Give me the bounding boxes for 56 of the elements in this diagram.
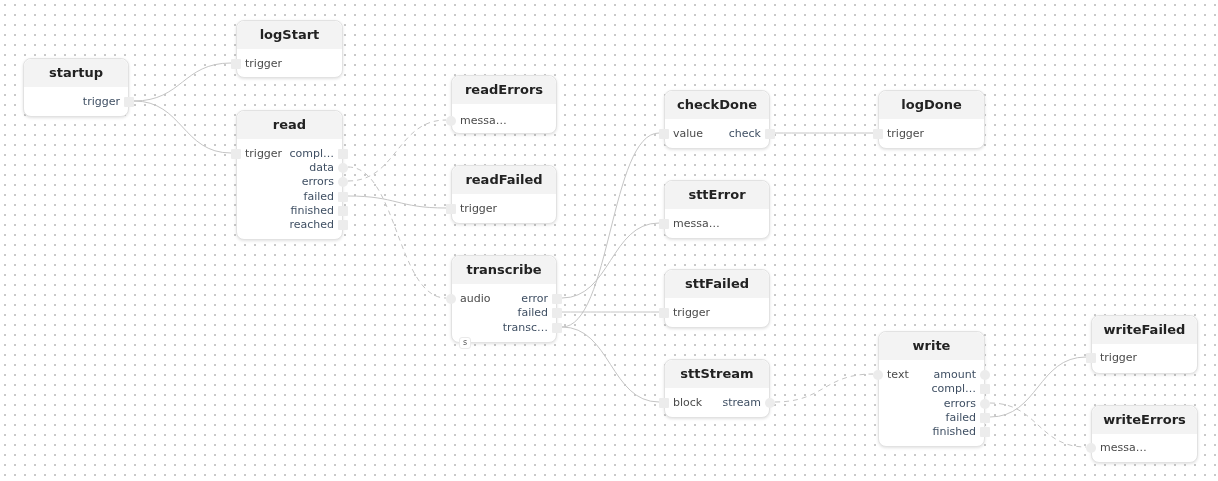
port-label: error — [521, 292, 548, 306]
node-title: logDone — [879, 91, 984, 119]
port-label: reached — [289, 218, 334, 232]
port-label: transc… — [502, 321, 548, 335]
node-title: sttFailed — [665, 270, 769, 298]
connector — [561, 132, 660, 328]
connector — [347, 166, 447, 299]
port-label: errors — [301, 175, 334, 189]
node-title: readFailed — [452, 166, 556, 194]
node-title: startup — [24, 59, 128, 87]
connector — [133, 100, 232, 154]
port-label: finished — [290, 204, 334, 218]
node-title: sttError — [665, 181, 769, 209]
port-label: trigger — [460, 202, 498, 216]
port-label: trigger — [887, 127, 925, 141]
port-label: trigger — [673, 306, 711, 320]
connector — [989, 402, 1087, 448]
node-title: write — [879, 332, 984, 360]
port-label: errors — [943, 397, 976, 411]
node-title: logStart — [237, 21, 342, 49]
connector — [347, 195, 447, 209]
port-label: failed — [517, 306, 548, 320]
port-label: finished — [932, 425, 976, 439]
node-title: writeFailed — [1092, 316, 1197, 344]
node-title: transcribe — [452, 256, 556, 284]
port-label: trigger — [82, 95, 120, 109]
port-label: failed — [945, 411, 976, 425]
port-label: check — [728, 127, 761, 141]
port-label: data — [309, 161, 334, 175]
connector — [347, 119, 447, 182]
node-title: read — [237, 111, 342, 139]
connector — [561, 326, 660, 403]
port-label: trigger — [1100, 351, 1138, 365]
connector — [133, 62, 232, 102]
badge: s — [459, 337, 472, 349]
node-title: sttStream — [665, 360, 769, 388]
connector — [989, 356, 1087, 418]
port-label: trigger — [245, 57, 283, 71]
port-label: messa… — [460, 114, 507, 128]
port-label: trigger — [245, 147, 283, 161]
connector — [774, 373, 874, 403]
port-label: text — [887, 368, 909, 382]
port-label: messa… — [1100, 441, 1147, 455]
node-title: writeErrors — [1092, 406, 1197, 434]
port-label: compl… — [931, 382, 976, 396]
port-label: compl… — [289, 147, 334, 161]
node-title: readErrors — [452, 76, 556, 104]
port-label: failed — [303, 190, 334, 204]
port-label: stream — [722, 396, 761, 410]
port-label: block — [673, 396, 703, 410]
port-label: value — [673, 127, 704, 141]
port-label: messa… — [673, 217, 720, 231]
port-label: audio — [460, 292, 491, 306]
node-title: checkDone — [665, 91, 769, 119]
port-label: amount — [933, 368, 976, 382]
connector — [561, 222, 660, 299]
